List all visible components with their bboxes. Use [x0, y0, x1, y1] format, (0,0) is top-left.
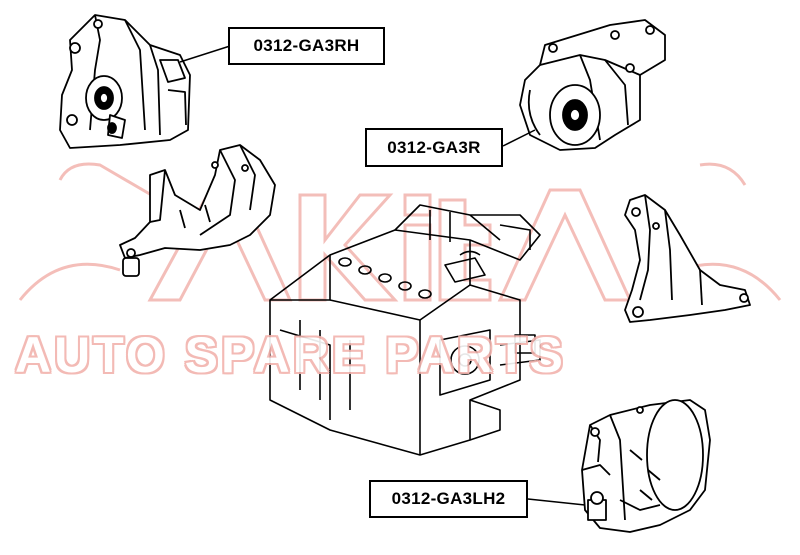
part-label-rh: 0312-GA3RH: [228, 27, 385, 65]
part-rh-drawing: [59, 14, 191, 149]
leader-line-rh: [179, 45, 231, 63]
part-r-drawing: [519, 19, 666, 151]
bracket-left-drawing: [119, 144, 276, 277]
part-label-r: 0312-GA3R: [365, 128, 503, 167]
leader-line-lh2: [527, 498, 586, 506]
bracket-right-drawing: [624, 194, 751, 323]
part-lh2-drawing: [581, 399, 711, 533]
leader-line-r: [502, 129, 536, 147]
watermark-tagline-text: AUTO SPARE PARTS: [15, 327, 566, 383]
engine-block-drawing: [269, 204, 541, 456]
part-label-lh2: 0312-GA3LH2: [369, 480, 528, 518]
